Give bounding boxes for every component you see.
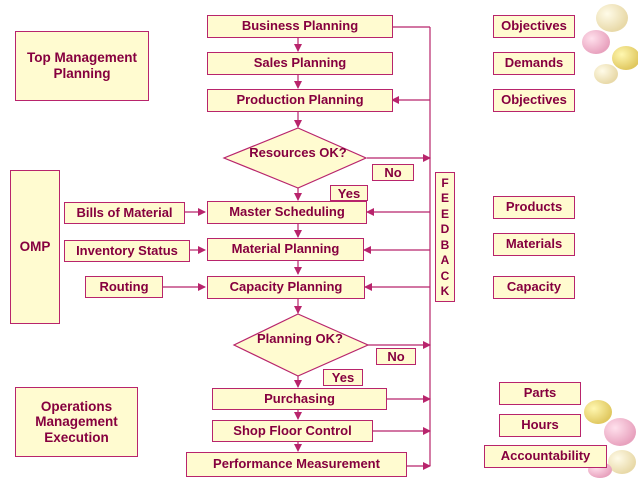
business-planning-box: Business Planning xyxy=(207,15,393,38)
candy-decoration xyxy=(608,450,636,474)
feedback-letter: E xyxy=(440,191,449,206)
materials-output: Materials xyxy=(493,233,575,256)
planning-ok-diamond xyxy=(232,313,370,377)
objectives-output-1: Objectives xyxy=(493,15,575,38)
purchasing-box: Purchasing xyxy=(212,388,387,410)
sales-planning-box: Sales Planning xyxy=(207,52,393,75)
production-planning-box: Production Planning xyxy=(207,89,393,112)
material-planning-box: Material Planning xyxy=(207,238,364,261)
feedback-letter: A xyxy=(440,253,450,268)
feedback-letter: D xyxy=(440,222,450,237)
candy-decoration xyxy=(584,400,612,424)
resources-ok-diamond xyxy=(222,127,368,189)
resources-ok-text: Resources OK? xyxy=(249,145,347,160)
feedback-letter: B xyxy=(440,237,450,252)
candy-decoration xyxy=(582,30,610,54)
candy-decoration xyxy=(604,418,636,446)
feedback-letter: C xyxy=(440,268,450,283)
products-output: Products xyxy=(493,196,575,219)
accountability-output: Accountability xyxy=(484,445,607,468)
yes-tag-planning: Yes xyxy=(323,369,363,386)
hours-output: Hours xyxy=(499,414,581,437)
feedback-letter: K xyxy=(440,284,450,299)
performance-measurement-box: Performance Measurement xyxy=(186,452,407,477)
objectives-output-2: Objectives xyxy=(493,89,575,112)
omp-label: OMP xyxy=(10,170,60,324)
demands-output: Demands xyxy=(493,52,575,75)
inventory-status-input: Inventory Status xyxy=(64,240,190,262)
top-management-planning-label: Top Management Planning xyxy=(15,31,149,101)
planning-ok-text: Planning OK? xyxy=(257,331,343,346)
no-tag-resources: No xyxy=(372,164,414,181)
feedback-letter: E xyxy=(440,206,449,221)
yes-tag-resources: Yes xyxy=(330,185,368,201)
capacity-planning-box: Capacity Planning xyxy=(207,276,365,299)
candy-decoration xyxy=(594,64,618,84)
feedback-column: F E E D B A C K xyxy=(435,172,455,302)
no-tag-planning: No xyxy=(376,348,416,365)
feedback-letter: F xyxy=(441,175,449,190)
capacity-output: Capacity xyxy=(493,276,575,299)
operations-management-execution-label: Operations Management Execution xyxy=(15,387,138,457)
master-scheduling-box: Master Scheduling xyxy=(207,201,367,224)
parts-output: Parts xyxy=(499,382,581,405)
routing-input: Routing xyxy=(85,276,163,298)
shop-floor-control-box: Shop Floor Control xyxy=(212,420,373,442)
bills-of-material-input: Bills of Material xyxy=(64,202,185,224)
candy-decoration xyxy=(612,46,638,70)
candy-decoration xyxy=(596,4,628,32)
